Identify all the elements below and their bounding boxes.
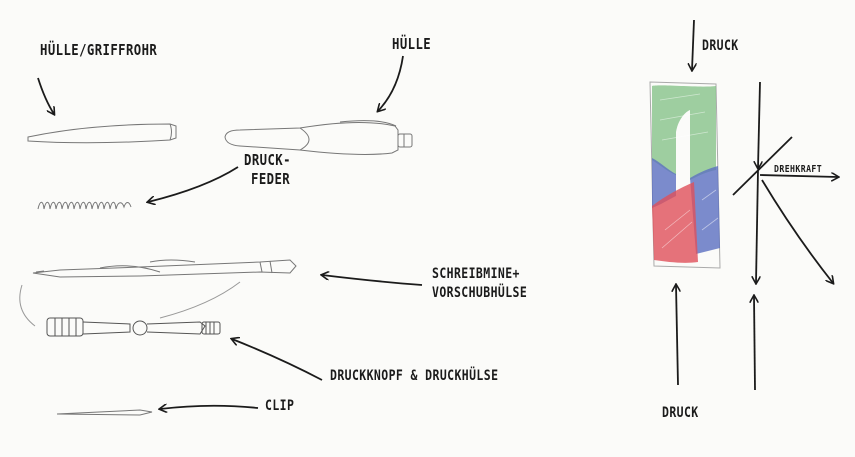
connector-curve [159, 281, 241, 319]
arrow-druckfeder [148, 166, 239, 202]
arrow-griffrohr [37, 77, 54, 114]
label-huelle: HÜLLE [392, 35, 432, 53]
label-druckfeder-line2: FEDER [251, 170, 291, 188]
huelle-sketch [224, 120, 413, 155]
label-druck-bottom: DRUCK [662, 405, 699, 421]
arrow-druck-top [692, 19, 694, 70]
arrow-druck-bottom [676, 285, 678, 386]
axis-diagonal-up [732, 136, 793, 196]
druckknopf-sketch [46, 317, 221, 337]
arrow-clip [160, 406, 259, 409]
label-druckfeder-line1: DRUCK- [244, 151, 291, 169]
axis-vertical-top [758, 81, 760, 168]
colored-block [649, 81, 721, 269]
label-clip: CLIP [265, 398, 295, 414]
axis-vertical-mid [756, 169, 758, 283]
arrow-druckknopf [232, 339, 323, 381]
connector-curve [19, 284, 36, 327]
clip-sketch [56, 409, 153, 416]
label-drehkraft: DREHKRAFT [774, 164, 823, 175]
label-druckknopf: DRUCKKNOPF & DRUCKHÜLSE [330, 368, 499, 384]
schreibmine-sketch [32, 259, 297, 278]
axis-diagonal-down [761, 179, 833, 283]
axis-vertical-bottom [754, 296, 755, 391]
label-schreibmine-line2: VORSCHUBHÜLSE [432, 285, 528, 301]
druckfeder-sketch [37, 201, 132, 210]
arrow-schreibmine [322, 275, 423, 286]
label-schreibmine-line1: SCHREIBMINE+ [432, 266, 520, 282]
force-arrows [676, 19, 838, 391]
arrow-huelle [378, 55, 404, 111]
griffrohr-sketch [27, 123, 177, 144]
label-druck-top: DRUCK [702, 38, 739, 54]
label-huelle-griffrohr: HÜLLE/GRIFFROHR [40, 41, 158, 59]
axis-horizontal [759, 175, 838, 177]
label-arrows [37, 55, 423, 409]
